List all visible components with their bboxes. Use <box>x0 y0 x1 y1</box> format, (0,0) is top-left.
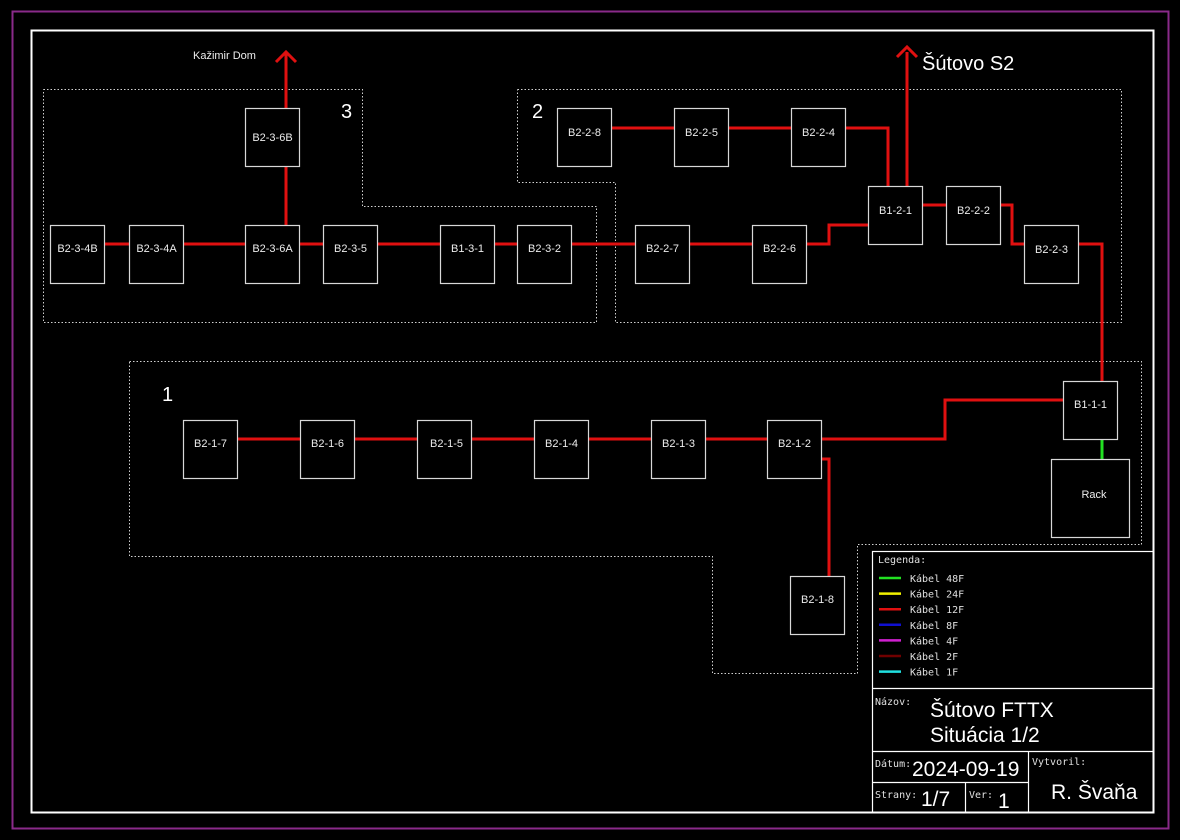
node-B2-2-6[interactable]: B2-2-6 <box>751 224 808 285</box>
legend-item: Kábel 48F <box>879 573 964 585</box>
inner-frame <box>30 29 1155 814</box>
drawing-title-line2: Situácia 1/2 <box>930 724 1040 747</box>
legend-label: Kábel 24F <box>910 589 964 601</box>
legend-item: Kábel 1F <box>879 667 958 679</box>
zone-2-label: 2 <box>532 101 543 123</box>
node-B2-2-8[interactable]: B2-2-8 <box>556 107 613 168</box>
version-label: Ver: <box>969 790 993 801</box>
svg-text:B2-1-4: B2-1-4 <box>545 438 578 450</box>
svg-text:B2-2-8: B2-2-8 <box>568 127 601 139</box>
node-B2-2-2[interactable]: B2-2-2 <box>945 185 1002 246</box>
node-B2-1-6[interactable]: B2-1-6 <box>299 419 356 480</box>
node-B2-2-4[interactable]: B2-2-4 <box>790 107 847 168</box>
arrow-kazimir-icon <box>274 49 298 64</box>
legend-label: Kábel 8F <box>910 620 958 632</box>
svg-text:Rack: Rack <box>1081 489 1107 501</box>
svg-text:B2-2-3: B2-2-3 <box>1035 244 1068 256</box>
legend-item: Kábel 24F <box>879 589 964 601</box>
author-value: R. Švaňa <box>1051 781 1138 804</box>
node-rack[interactable]: Rack <box>1050 458 1131 539</box>
svg-text:B2-2-5: B2-2-5 <box>685 127 718 139</box>
svg-text:B2-1-6: B2-1-6 <box>311 438 344 450</box>
legend-item: Kábel 2F <box>879 651 958 663</box>
svg-text:B2-1-5: B2-1-5 <box>430 438 463 450</box>
svg-text:B2-1-2: B2-1-2 <box>778 438 811 450</box>
node-B2-3-6A[interactable]: B2-3-6A <box>244 224 301 285</box>
cable-B2-2-3-B1-1-1[interactable] <box>1078 242 1104 381</box>
node-B2-1-7[interactable]: B2-1-7 <box>182 419 239 480</box>
node-B2-1-5[interactable]: B2-1-5 <box>416 419 473 480</box>
node-B2-1-8[interactable]: B2-1-8 <box>789 575 846 636</box>
outer-frame <box>11 10 1170 830</box>
title-block <box>871 550 1155 814</box>
arrow-sutovo-s2-icon <box>895 44 919 59</box>
cable-B2-2-6-B1-2-1[interactable] <box>806 223 868 246</box>
version-value: 1 <box>998 790 1010 813</box>
svg-text:B2-2-4: B2-2-4 <box>802 127 835 139</box>
cable-B2-1-2-B2-1-8[interactable] <box>822 457 831 576</box>
legend-label: Kábel 48F <box>910 573 964 585</box>
legend-label: Kábel 12F <box>910 604 964 616</box>
external-label-kazimir: Kažimir Dom <box>193 50 256 62</box>
cable-B2-1-2-B1-1-1[interactable] <box>822 398 1063 441</box>
svg-text:B2-3-5: B2-3-5 <box>334 243 367 255</box>
node-B2-2-3[interactable]: B2-2-3 <box>1023 224 1080 285</box>
legend-item: Kábel 8F <box>879 620 958 632</box>
svg-text:B2-1-3: B2-1-3 <box>662 438 695 450</box>
svg-text:B2-2-2: B2-2-2 <box>957 205 990 217</box>
legend-label: Kábel 1F <box>910 667 958 679</box>
legend: Legenda: Kábel 48F Kábel 24F Kábel 12F Kábe… <box>878 555 964 679</box>
legend-label: Kábel 4F <box>910 635 958 647</box>
svg-text:B2-3-4B: B2-3-4B <box>57 243 97 255</box>
date-value: 2024-09-19 <box>912 758 1019 781</box>
zone-1-outline <box>129 361 1142 674</box>
node-B2-2-5[interactable]: B2-2-5 <box>673 107 730 168</box>
svg-text:B2-1-8: B2-1-8 <box>801 594 834 606</box>
author-label: Vytvoril: <box>1032 757 1086 768</box>
svg-text:B1-1-1: B1-1-1 <box>1074 399 1107 411</box>
legend-item: Kábel 12F <box>879 604 964 616</box>
zone-3-outline <box>43 89 597 323</box>
node-B2-3-5[interactable]: B2-3-5 <box>322 224 379 285</box>
legend-label: Kábel 2F <box>910 651 958 663</box>
node-B2-3-4A[interactable]: B2-3-4A <box>128 224 185 285</box>
node-B2-1-3[interactable]: B2-1-3 <box>650 419 707 480</box>
node-B2-3-2[interactable]: B2-3-2 <box>516 224 573 285</box>
cable-B2-2-2-B2-2-3[interactable] <box>1000 203 1024 246</box>
drawing-title-line1: Šútovo FTTX <box>930 699 1054 722</box>
node-B2-1-2[interactable]: B2-1-2 <box>766 419 823 480</box>
node-B2-3-6B[interactable]: B2-3-6B <box>244 107 301 168</box>
svg-text:B2-3-2: B2-3-2 <box>528 243 561 255</box>
pages-label: Strany: <box>875 790 917 801</box>
node-B1-3-1[interactable]: B1-3-1 <box>439 224 496 285</box>
node-B2-2-7[interactable]: B2-2-7 <box>634 224 691 285</box>
svg-text:B2-3-4A: B2-3-4A <box>136 243 177 255</box>
pages-value: 1/7 <box>921 788 950 811</box>
cable-B2-2-4-B1-2-1[interactable] <box>845 126 890 186</box>
name-label: Názov: <box>875 696 911 708</box>
zone-1-label: 1 <box>162 384 173 406</box>
legend-title: Legenda: <box>878 555 926 566</box>
zone-3-label: 3 <box>341 101 352 123</box>
svg-text:B2-3-6B: B2-3-6B <box>252 132 292 144</box>
external-label-sutovo-s2: Šútovo S2 <box>922 52 1014 75</box>
svg-text:B2-3-6A: B2-3-6A <box>252 243 293 255</box>
legend-item: Kábel 4F <box>879 635 958 647</box>
svg-text:B2-2-7: B2-2-7 <box>646 243 679 255</box>
node-B2-1-4[interactable]: B2-1-4 <box>533 419 590 480</box>
svg-text:B2-1-7: B2-1-7 <box>194 438 227 450</box>
node-B1-1-1[interactable]: B1-1-1 <box>1062 380 1119 441</box>
svg-text:B2-2-6: B2-2-6 <box>763 243 796 255</box>
svg-text:B1-2-1: B1-2-1 <box>879 205 912 217</box>
node-B1-2-1[interactable]: B1-2-1 <box>867 185 924 246</box>
svg-text:B1-3-1: B1-3-1 <box>451 243 484 255</box>
date-label: Dátum: <box>875 758 911 770</box>
node-B2-3-4B[interactable]: B2-3-4B <box>49 224 106 285</box>
